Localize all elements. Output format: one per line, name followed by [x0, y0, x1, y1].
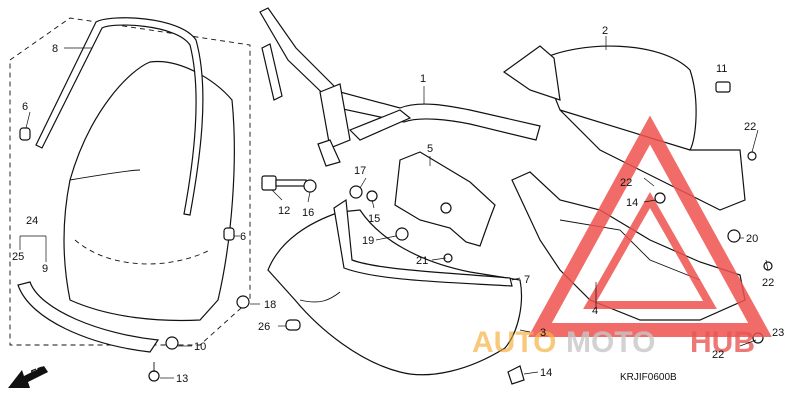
windscreen-group-boundary: [9, 17, 251, 346]
label-23: 23: [772, 327, 784, 339]
watermark-auto: AUTO: [472, 326, 556, 359]
washer-16: [303, 179, 317, 193]
collar-17: [349, 185, 363, 199]
washer-18: [236, 295, 250, 309]
part-number-labels: 1 2 3 4 5 6 6 7 8 9 10 11 12 13 14 14 15…: [12, 25, 784, 385]
label-6-right: 6: [240, 231, 246, 243]
label-3: 3: [540, 327, 546, 339]
windscreen-lower-trim: [17, 281, 160, 353]
label-12: 12: [278, 205, 290, 217]
nut-15: [366, 190, 378, 202]
label-22-right: 22: [762, 277, 774, 289]
front-direction-arrow: FR.: [8, 363, 50, 388]
windscreen: [63, 60, 235, 322]
seal-strip-7: [333, 198, 513, 287]
windscreen-group: [9, 17, 251, 382]
clip-14-lower: [507, 365, 525, 385]
handlebar: [259, 7, 541, 167]
label-8: 8: [52, 43, 58, 55]
label-9: 9: [42, 263, 48, 275]
grommet-6-right: [223, 227, 235, 241]
label-7: 7: [524, 274, 530, 286]
label-18: 18: [264, 299, 276, 311]
inner-cover-2: [502, 45, 757, 211]
leader-lines: [19, 36, 769, 379]
label-4: 4: [592, 305, 598, 317]
bracket-5: [394, 151, 496, 247]
label-6-left: 6: [22, 101, 28, 113]
label-13: 13: [176, 373, 188, 385]
bolt-12-head: [261, 175, 277, 191]
windscreen-seal: [35, 17, 204, 216]
front-label: FR.: [29, 363, 50, 380]
label-19: 19: [362, 235, 374, 247]
label-20: 20: [746, 233, 758, 245]
grommet-20: [727, 229, 741, 243]
watermark-triangle: [528, 115, 772, 337]
screw-14-upper: [654, 192, 666, 204]
part-11: [715, 81, 731, 93]
watermark: AUTO MOTO HUB: [472, 115, 772, 359]
label-2: 2: [602, 25, 608, 37]
label-14-upper: 14: [626, 197, 638, 209]
label-11: 11: [716, 63, 727, 75]
label-26: 26: [258, 321, 270, 333]
diagram-code: KRJIF0600B: [620, 372, 677, 383]
label-25: 25: [12, 251, 24, 263]
clip-26: [285, 319, 301, 331]
screw-13: [148, 370, 160, 382]
label-17: 17: [354, 165, 366, 177]
label-10: 10: [194, 341, 206, 353]
label-21: 21: [416, 255, 428, 267]
label-22-bottom: 22: [712, 349, 724, 361]
label-15: 15: [368, 213, 380, 225]
fasteners-center: [261, 175, 525, 385]
label-1: 1: [420, 73, 426, 85]
watermark-moto: MOTO: [566, 326, 655, 359]
nut-10: [165, 336, 179, 350]
label-14-lower: 14: [540, 367, 552, 379]
label-22-top: 22: [744, 121, 756, 133]
watermark-hub: HUB: [690, 326, 755, 359]
screw-22-top: [747, 151, 757, 161]
bolt-12-shank: [275, 179, 307, 187]
label-24: 24: [26, 215, 38, 227]
label-22-mid: 22: [620, 177, 632, 189]
label-16: 16: [302, 207, 314, 219]
grommet-6-left: [19, 127, 31, 141]
grommet-19: [395, 227, 409, 241]
label-5: 5: [427, 143, 433, 155]
